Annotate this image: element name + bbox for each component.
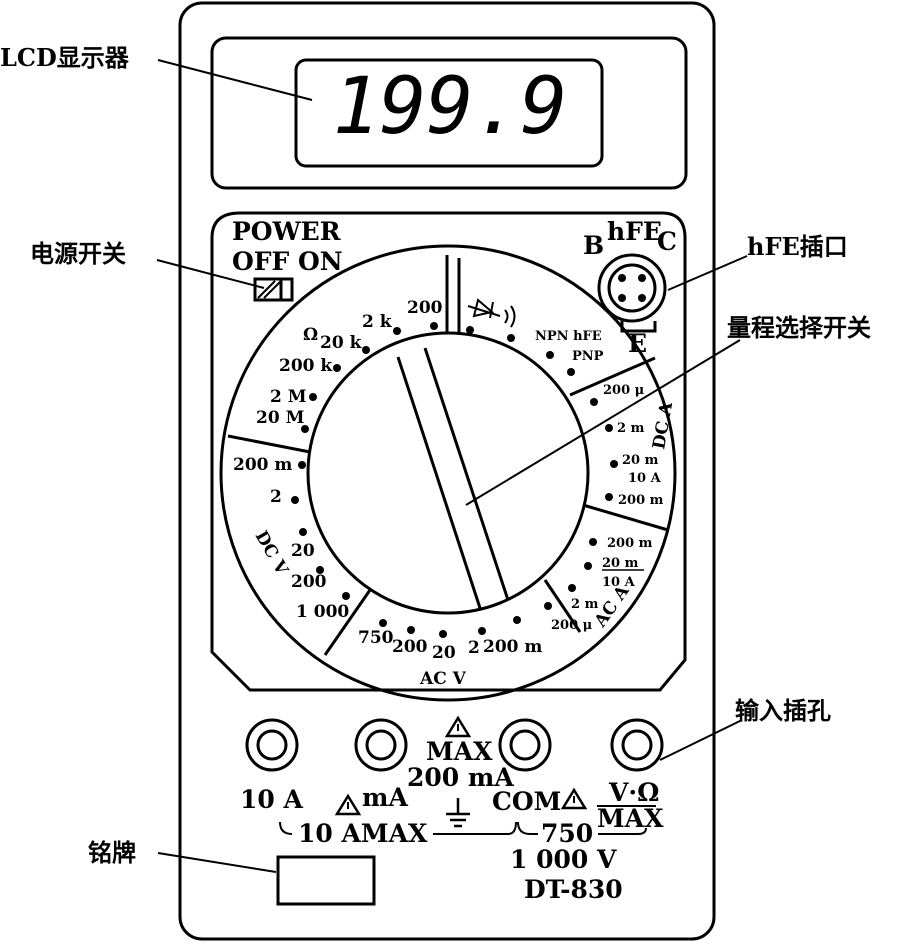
aca-10a: 10 A <box>602 575 636 590</box>
selector-knob[interactable] <box>396 347 510 609</box>
ohm-2k: 2 k <box>362 312 393 332</box>
dca-2m: 2 m <box>617 421 645 436</box>
hfe-b-label: B <box>583 231 604 260</box>
ohm-200: 200 <box>407 298 443 318</box>
warning-icon-ma <box>334 793 362 816</box>
range-ring-inner <box>306 331 590 615</box>
model-label: DT-830 <box>524 875 623 904</box>
hfe-c-label: C <box>657 227 677 256</box>
dcv-20: 20 <box>291 541 315 561</box>
dot-diode <box>466 326 474 334</box>
jack-brackets <box>279 821 647 835</box>
jack-com-label: COM <box>492 787 561 816</box>
lcd-reading: 199.9 <box>333 62 568 152</box>
leader-hfe <box>667 255 748 291</box>
ohm-20M: 20 M <box>256 408 305 428</box>
hfe-label: hFE <box>607 217 662 246</box>
dot-buzzer <box>507 334 515 342</box>
acv-200: 200 <box>392 637 428 657</box>
leader-nameplate <box>157 852 277 873</box>
acv-section-label: AC V <box>419 669 467 689</box>
dcv-2: 2 <box>270 487 282 507</box>
jack-max-top: MAX <box>426 737 493 766</box>
acv-750: 750 <box>358 628 394 648</box>
dcv-section-label: DC V <box>251 528 292 580</box>
ohm-200k: 200 k <box>279 356 333 376</box>
ohm-20k: 20 k <box>320 333 363 353</box>
warning-icon-com <box>560 787 588 810</box>
jack-max-bottom: MAX <box>597 804 664 833</box>
acv-2: 2 <box>468 638 480 658</box>
jack-200ma: 200 mA <box>407 763 514 792</box>
jack-750: 750 <box>541 819 593 848</box>
dcv-200m: 200 m <box>233 455 292 475</box>
dca-200m: 200 m <box>618 493 664 508</box>
ohm-2M: 2 M <box>270 387 307 407</box>
dca-10a: 10 A <box>628 471 662 486</box>
callout-power: 电源开关 <box>30 239 126 268</box>
callout-nameplate: 铭牌 <box>88 838 136 867</box>
hfe-e-label: E <box>628 329 647 358</box>
acv-20: 20 <box>432 643 456 663</box>
jack-v-ohm[interactable] <box>610 718 664 772</box>
power-switch[interactable] <box>253 277 294 302</box>
aca-20m: 20 m <box>602 556 639 571</box>
meter-body <box>178 1 716 941</box>
aca-range-dots <box>544 538 597 610</box>
dcv-range-dots <box>291 461 350 600</box>
dca-20m: 20 m <box>622 453 659 468</box>
ring-dividers <box>227 255 669 656</box>
power-title: POWER <box>232 217 341 246</box>
lcd-window <box>294 58 604 168</box>
diode-buzzer-icon <box>467 298 516 328</box>
callout-range: 量程选择开关 <box>727 313 871 342</box>
leader-input <box>659 719 743 761</box>
nameplate <box>276 855 376 906</box>
hfe-socket[interactable] <box>597 253 667 333</box>
jack-10a[interactable] <box>245 718 299 772</box>
aca-2m: 2 m <box>571 597 599 612</box>
callout-hfe: hFE插口 <box>747 232 848 261</box>
ohm-symbol: Ω <box>303 325 318 345</box>
pnp-label: PNP <box>572 349 604 364</box>
dot-npn <box>546 351 554 359</box>
range-ring-outer <box>219 244 677 702</box>
jack-vohm-label: V·Ω <box>608 778 659 807</box>
jack-1000v: 1 000 V <box>510 845 617 874</box>
jack-com[interactable] <box>498 718 552 772</box>
jack-ma[interactable] <box>354 718 408 772</box>
ohm-range-dots <box>301 322 438 433</box>
leader-lcd <box>157 59 313 101</box>
jack-ma-label: mA <box>362 783 408 812</box>
dca-200u: 200 μ <box>603 383 645 398</box>
acv-200m: 200 m <box>483 637 542 657</box>
npn-label: NPN hFE <box>535 329 602 344</box>
dcv-200: 200 <box>291 572 327 592</box>
jack-10amax: 10 AMAX <box>298 819 428 848</box>
dca-range-dots <box>590 398 618 501</box>
aca-200u: 200 μ <box>551 618 593 633</box>
dot-pnp <box>567 368 575 376</box>
callout-lcd: LCD显示器 <box>0 43 130 72</box>
dial-panel <box>210 211 687 692</box>
dcv-1000: 1 000 <box>296 602 349 622</box>
callout-input: 输入插孔 <box>735 696 831 725</box>
power-states: OFF ON <box>232 247 343 276</box>
jack-10a-label: 10 A <box>240 785 303 814</box>
ground-icon <box>446 798 470 828</box>
leader-range <box>465 339 741 506</box>
leader-power <box>156 259 265 289</box>
warning-icon-top <box>444 715 472 738</box>
acv-range-dots <box>379 616 521 638</box>
aca-200m: 200 m <box>607 536 653 551</box>
lcd-frame <box>210 36 688 190</box>
